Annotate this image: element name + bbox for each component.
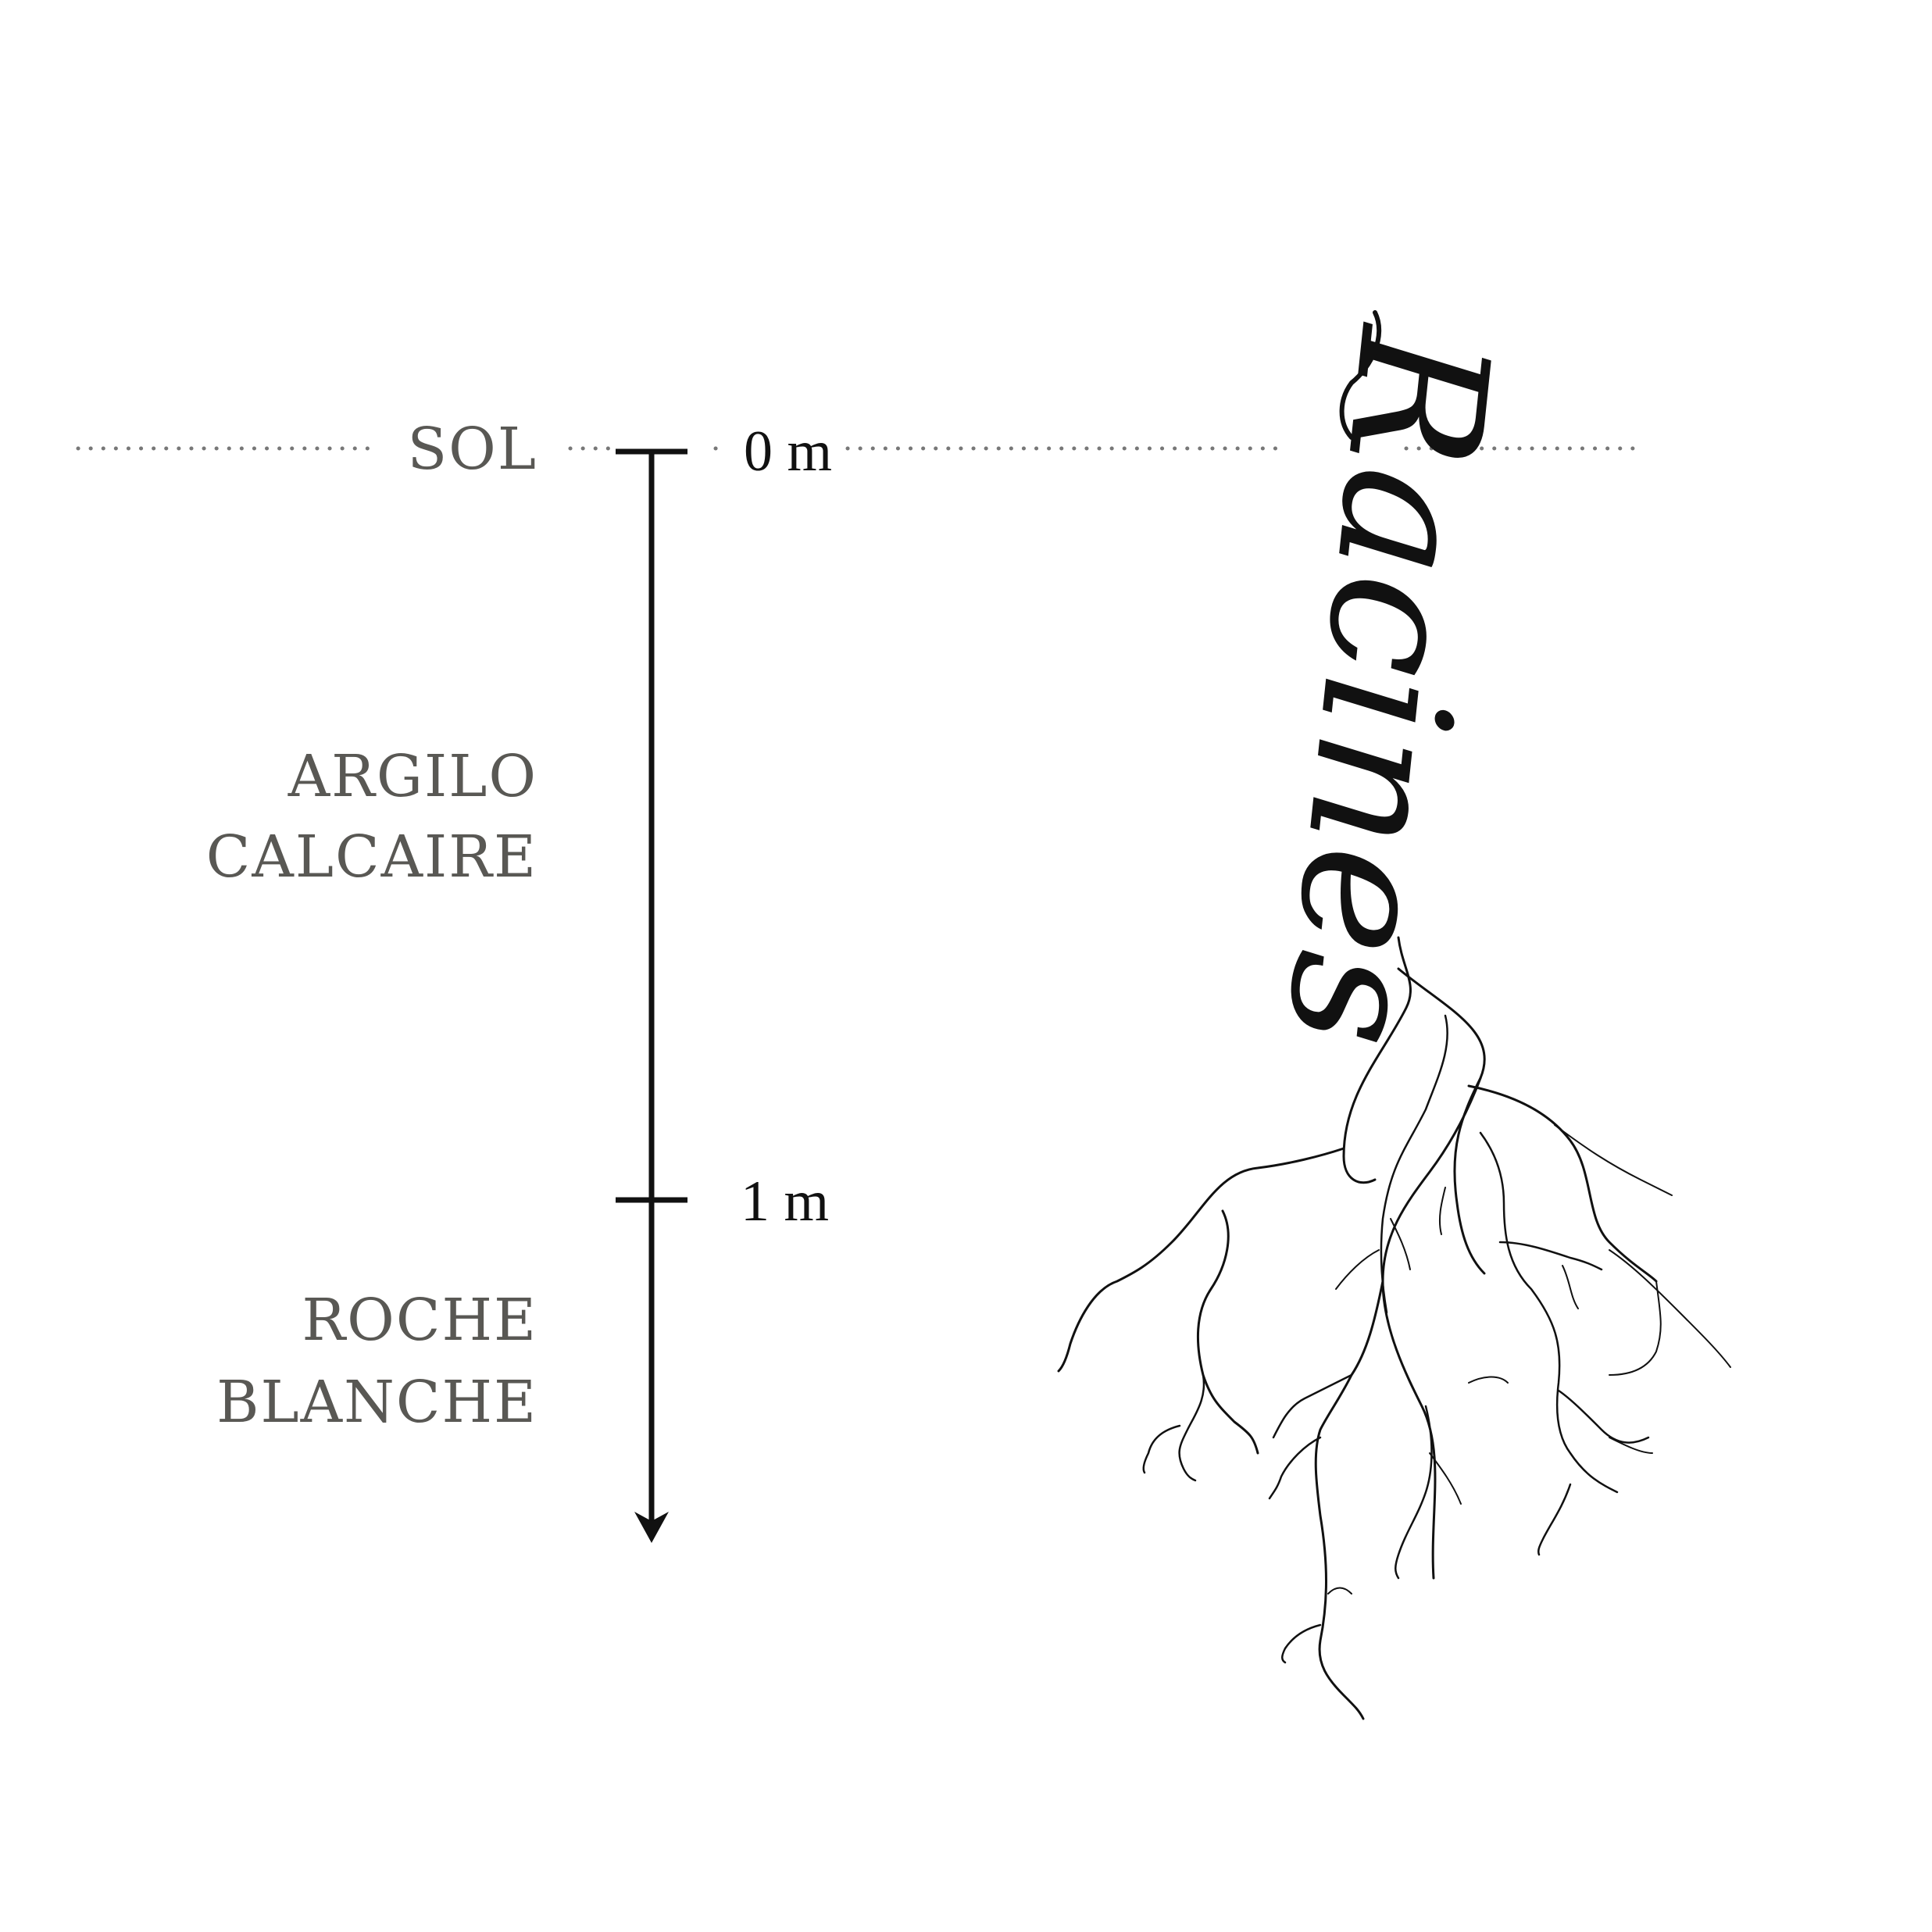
root-branch-right-flat <box>1498 1241 1603 1271</box>
root-trunk-inner <box>1380 1014 1448 1314</box>
root-branch-right-bottom <box>1537 1483 1572 1556</box>
root-branch-right-curl <box>1562 1265 1579 1309</box>
root-branch-right-mid <box>1479 1131 1619 1494</box>
layer-label-clay-line-2: CALCAIRE <box>206 823 537 891</box>
layer-label-rock-line-2: BLANCHE <box>216 1369 537 1436</box>
root-branch-right-lower <box>1557 1389 1650 1444</box>
root-branch-left-curl <box>1142 1424 1181 1474</box>
depth-label-0m: 0 m <box>744 420 832 484</box>
root-branch-center-left2 <box>1335 1249 1380 1290</box>
depth-arrow-head <box>634 1512 669 1543</box>
root-branch-center-tip <box>1281 1623 1322 1664</box>
root-branch-left-low <box>1178 1373 1205 1482</box>
root-branch-far-right <box>1609 1249 1731 1368</box>
root-branch-left-long <box>1057 1147 1345 1373</box>
roots-script-label: Racines <box>1245 316 1528 1056</box>
root-branch-right-tip <box>1609 1437 1653 1454</box>
root-branch-center-down <box>1314 1280 1384 1720</box>
root-branch-center-lower <box>1268 1436 1322 1500</box>
root-branch-inner-right <box>1438 1187 1446 1235</box>
surface-label: SOL <box>407 416 537 483</box>
root-tail-top <box>1339 310 1382 440</box>
root-branch-right-mid2 <box>1468 1376 1509 1384</box>
root-main-down <box>1381 1077 1482 1580</box>
root-branch-left-mid <box>1197 1209 1259 1455</box>
root-branch-center-right-tip <box>1429 1452 1462 1505</box>
root-system-illustration <box>1057 310 1731 1720</box>
root-branch-center-left <box>1272 1373 1353 1439</box>
root-branch-right-upper <box>1554 1124 1673 1196</box>
root-branch-far-right-low <box>1609 1280 1662 1376</box>
layer-label-clay-line-1: ARGILO <box>287 743 537 810</box>
depth-axis <box>616 448 687 1527</box>
root-branch-right-long <box>1467 1084 1658 1283</box>
root-branch-inner-left <box>1390 1218 1411 1270</box>
depth-label-1m: 1 m <box>741 1170 829 1234</box>
root-branch-center-right-down <box>1395 1405 1433 1580</box>
root-branch-center-short <box>1327 1587 1352 1595</box>
layer-label-rock-line-1: ROCHE <box>302 1287 537 1354</box>
